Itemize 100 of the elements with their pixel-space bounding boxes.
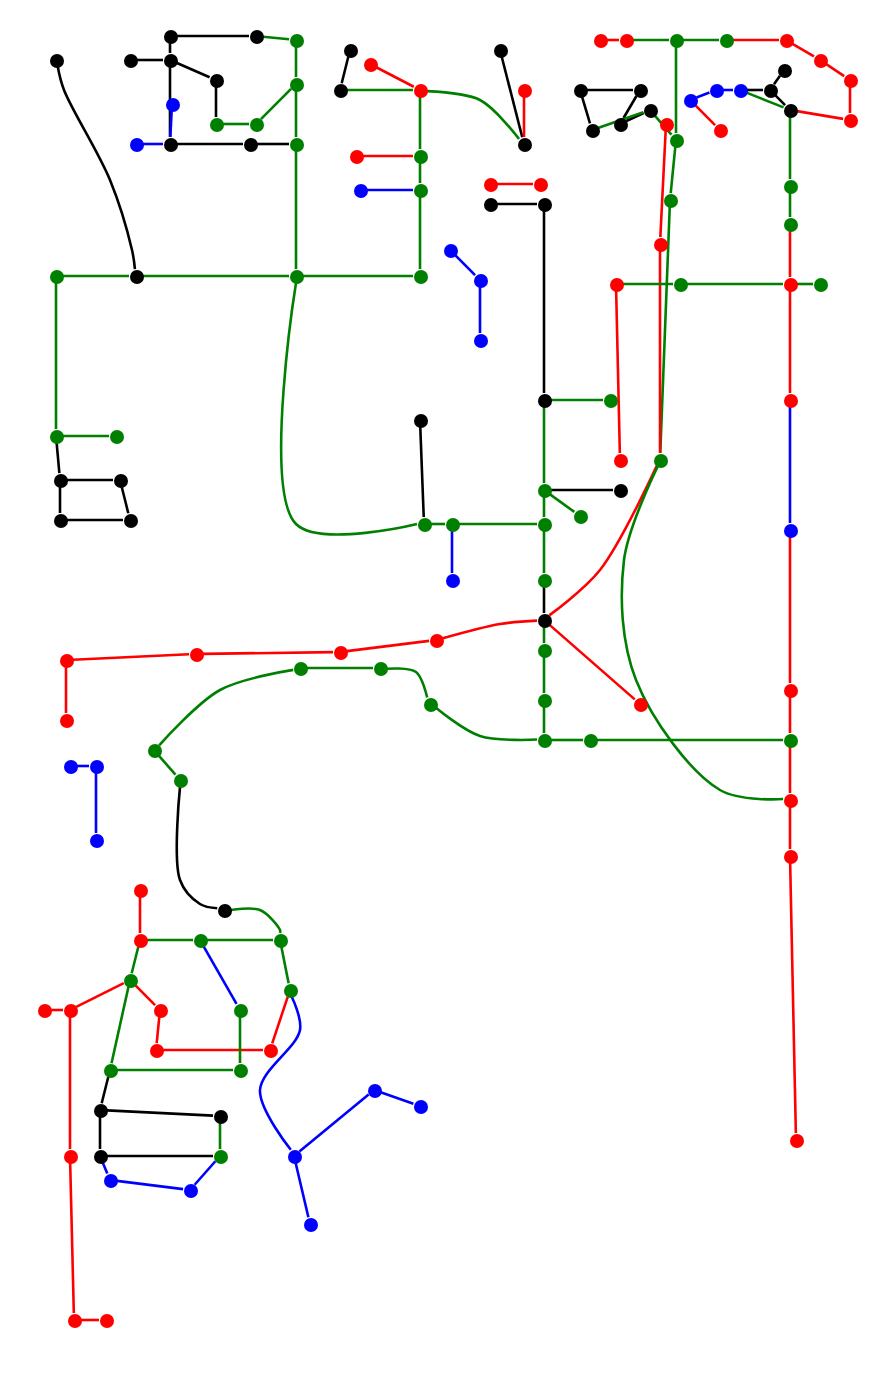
connector-line	[418, 163, 422, 183]
connector-line	[442, 619, 538, 640]
connector-line	[788, 747, 792, 793]
junction-dot	[783, 793, 797, 807]
junction-dot	[343, 43, 357, 57]
connector-line	[177, 142, 243, 146]
junction-dot	[783, 179, 797, 193]
connector-line	[418, 197, 422, 269]
junction-dot	[537, 573, 551, 587]
connector-line	[548, 623, 636, 701]
connector-line	[147, 938, 193, 942]
junction-dot	[653, 453, 667, 467]
junction-dot	[89, 833, 103, 847]
junction-dot	[783, 103, 797, 117]
junction-dot	[583, 733, 597, 747]
junction-dot	[733, 83, 747, 97]
junction-dot	[93, 1103, 107, 1117]
connector-line	[542, 497, 546, 517]
connector-line	[623, 282, 673, 286]
connector-line	[551, 488, 613, 492]
junction-dot	[669, 33, 683, 47]
connector-line	[622, 95, 638, 119]
connector-line	[68, 1162, 76, 1314]
connector-line	[203, 650, 333, 656]
connector-line	[63, 434, 109, 438]
connector-line	[788, 117, 792, 179]
junction-dot	[163, 53, 177, 67]
connector-line	[548, 465, 658, 617]
connector-line	[542, 587, 546, 613]
connector-line	[68, 1017, 72, 1149]
junction-dot	[123, 973, 137, 987]
junction-dot	[209, 117, 223, 131]
junction-dot	[153, 1003, 167, 1017]
junction-dot	[333, 83, 347, 97]
connector-line	[542, 707, 546, 733]
connector-line	[772, 75, 782, 85]
junction-dot	[133, 883, 147, 897]
connector-line	[522, 97, 526, 137]
junction-dot	[37, 1003, 51, 1017]
connector-line	[294, 47, 298, 77]
junction-dot	[813, 53, 827, 67]
connector-line	[56, 66, 137, 270]
connector-line	[746, 91, 784, 109]
junction-dot	[243, 137, 257, 151]
junction-dot	[573, 509, 587, 523]
connector-line	[262, 35, 290, 41]
junction-dot	[613, 453, 627, 467]
junction-dot	[103, 1063, 117, 1077]
connector-line	[294, 1162, 310, 1218]
junction-dot	[133, 933, 147, 947]
junction-dot	[423, 697, 437, 711]
junction-dot	[413, 83, 427, 97]
connector-line	[426, 89, 521, 140]
connector-line	[294, 91, 298, 137]
connector-line	[280, 946, 290, 984]
junction-dot	[103, 1173, 117, 1187]
junction-dot	[429, 633, 443, 647]
junction-dot	[537, 483, 551, 497]
connector-line	[363, 154, 413, 158]
junction-dot	[173, 773, 187, 787]
connector-line	[157, 754, 177, 776]
junction-dot	[413, 1099, 427, 1113]
connector-line	[497, 202, 537, 206]
junction-dot	[783, 217, 797, 231]
junction-dot	[129, 269, 143, 283]
junction-dot	[149, 1043, 163, 1057]
junction-dot	[263, 1043, 277, 1057]
connector-line	[202, 945, 238, 1005]
connector-line	[223, 122, 249, 126]
junction-dot	[349, 149, 363, 163]
connector-line	[346, 639, 430, 653]
junction-dot	[633, 697, 647, 711]
junction-dot	[533, 177, 547, 191]
connector-line	[450, 531, 454, 573]
connector-line	[380, 1091, 414, 1105]
junction-dot	[609, 277, 623, 291]
junction-dot	[217, 903, 231, 917]
connector-line	[67, 478, 113, 482]
connector-line	[340, 56, 350, 84]
connector-line	[116, 1179, 184, 1191]
junction-dot	[813, 277, 827, 291]
connector-line	[497, 182, 533, 186]
junction-dot	[67, 1313, 81, 1327]
connector-line	[791, 42, 815, 58]
junction-dot	[59, 653, 73, 667]
connector-line	[63, 274, 129, 278]
connector-line	[303, 274, 413, 278]
connector-line	[134, 984, 156, 1006]
connector-line	[258, 996, 302, 1151]
connector-line	[687, 282, 783, 286]
connector-line	[175, 61, 211, 79]
junction-dot	[443, 243, 457, 257]
connector-line	[848, 87, 852, 113]
connector-line	[72, 653, 190, 661]
junction-dot	[603, 393, 617, 407]
junction-dot	[213, 1149, 227, 1163]
junction-dot	[363, 57, 377, 71]
connector-line	[307, 666, 373, 670]
connector-line	[551, 738, 583, 742]
connector-line	[260, 88, 292, 120]
